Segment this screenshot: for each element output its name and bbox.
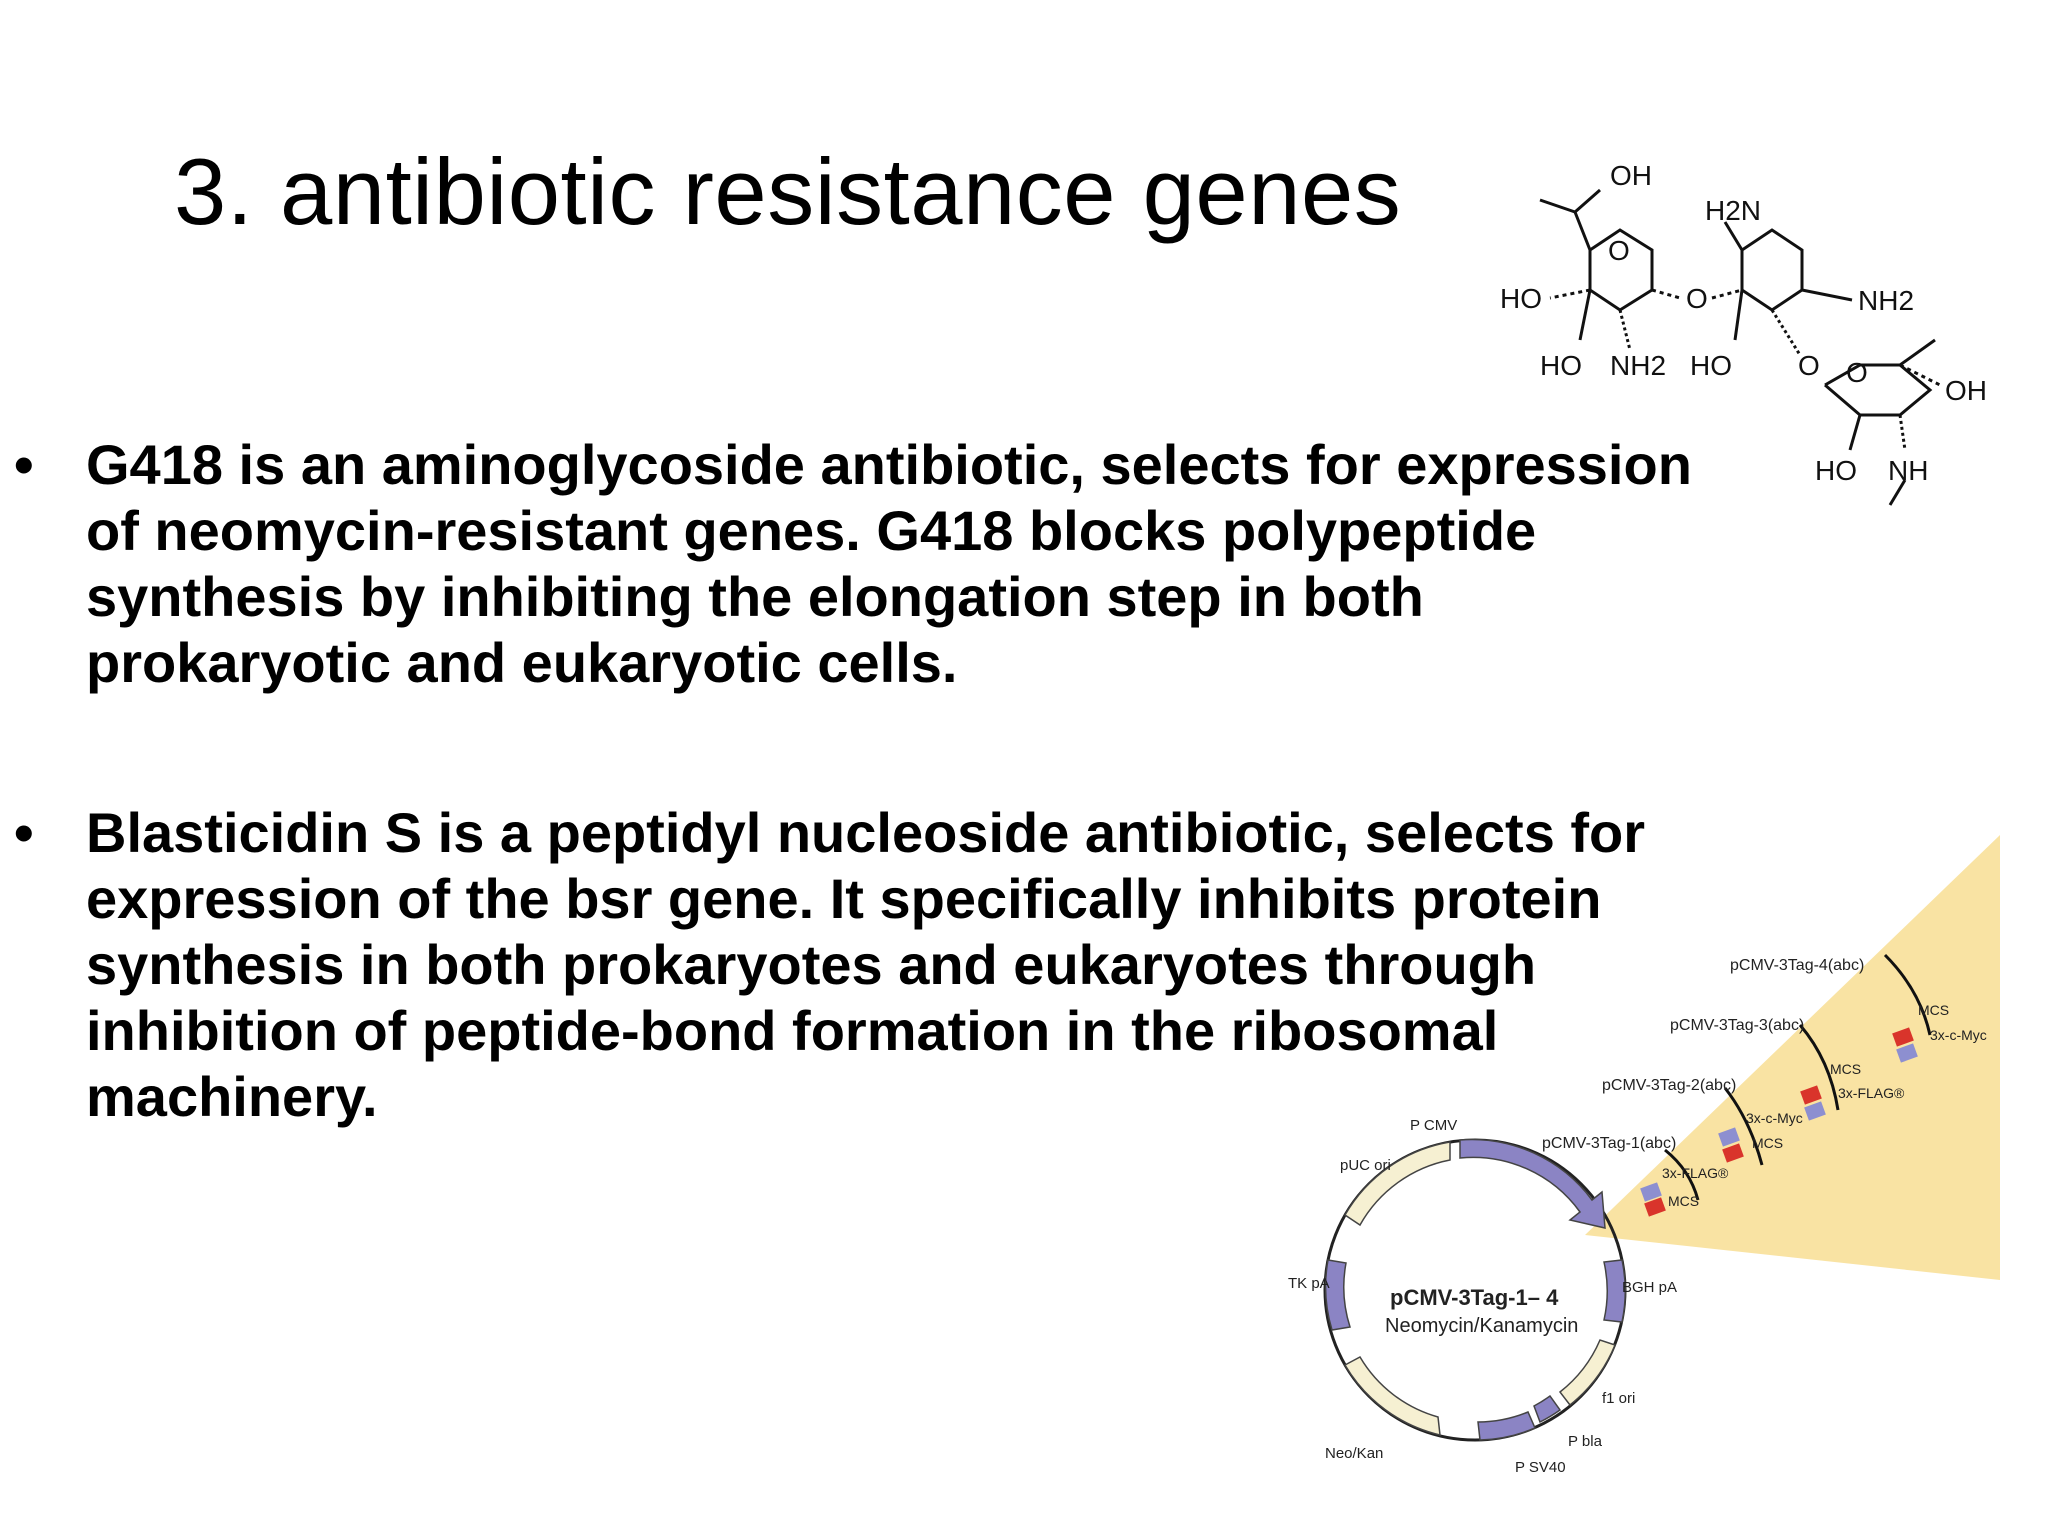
variant-fan <box>1585 835 2000 1280</box>
feature-puc-ori <box>1343 1141 1451 1227</box>
label-variant-2: pCMV-3Tag-2(abc) <box>1602 1077 1736 1094</box>
molecule-label-nh2: NH2 <box>1610 350 1666 381</box>
label-tag: MCS <box>1752 1135 1783 1151</box>
label-tag: 3x-FLAG® <box>1662 1165 1729 1181</box>
label-tk-pa: TK pA <box>1288 1275 1330 1292</box>
plasmid-map-diagram: pCMV-3Tag-1– 4 Neomycin/Kanamycin P CMV … <box>1288 835 2000 1476</box>
label-f1-ori: f1 ori <box>1602 1390 1635 1407</box>
label-variant-4: pCMV-3Tag-4(abc) <box>1730 957 1864 974</box>
label-puc-ori: pUC ori <box>1340 1157 1391 1174</box>
molecule-label-h2n: H2N <box>1705 195 1761 226</box>
label-p-cmv: P CMV <box>1410 1117 1457 1134</box>
bullet-text: G418 is an aminoglycoside antibiotic, se… <box>86 432 1692 696</box>
tag-markers <box>1640 1027 1918 1217</box>
label-tag: MCS <box>1668 1193 1699 1209</box>
molecule-label-nh2: NH2 <box>1858 285 1914 316</box>
molecule-label-ho: HO <box>1815 455 1857 486</box>
label-p-bla: P bla <box>1568 1433 1603 1450</box>
label-tag: MCS <box>1918 1002 1949 1018</box>
label-tag: MCS <box>1830 1061 1861 1077</box>
feature-p-sv40 <box>1477 1411 1536 1441</box>
feature-p-cmv <box>1459 1138 1606 1229</box>
molecule-label-nh: NH <box>1888 455 1928 486</box>
bullet-marker: • <box>14 801 34 864</box>
bullet-line: expression of the bsr gene. It specifica… <box>86 867 1602 930</box>
bullet-line: of neomycin-resistant genes. G418 blocks… <box>86 499 1537 562</box>
molecule-label-o: O <box>1846 357 1868 388</box>
feature-tk-pa <box>1324 1259 1351 1331</box>
molecule-label-ho: HO <box>1500 283 1542 314</box>
bullet-line: inhibition of peptide-bond formation in … <box>86 999 1499 1062</box>
bullet-line: machinery. <box>86 1065 378 1128</box>
label-neo-kan: Neo/Kan <box>1325 1445 1383 1462</box>
bullet-text: Blasticidin S is a peptidyl nucleoside a… <box>86 800 1645 1130</box>
label-bgh-pa: BGH pA <box>1622 1279 1677 1296</box>
g418-structure-diagram: OH H2N HO O O NH2 HO NH2 HO O O OH HO NH <box>1500 160 1987 506</box>
bullet-line: G418 is an aminoglycoside antibiotic, se… <box>86 433 1692 496</box>
molecule-label-oh: OH <box>1945 375 1987 406</box>
bullet-marker: • <box>14 433 34 496</box>
label-tag: 3x-c-Myc <box>1746 1110 1803 1126</box>
feature-p-bla <box>1533 1394 1562 1424</box>
label-tag: 3x-FLAG® <box>1838 1085 1905 1101</box>
feature-f1-ori <box>1558 1339 1616 1407</box>
label-p-sv40: P SV40 <box>1515 1459 1566 1476</box>
molecule-label-o: O <box>1608 235 1630 266</box>
molecule-label-o: O <box>1686 283 1708 314</box>
molecule-label-o: O <box>1798 350 1820 381</box>
bullet-line: prokaryotic and eukaryotic cells. <box>86 631 958 694</box>
slide-title: 3. antibiotic resistance genes <box>174 139 1402 244</box>
label-variant-1: pCMV-3Tag-1(abc) <box>1542 1135 1676 1152</box>
molecule-label-ho: HO <box>1540 350 1582 381</box>
molecule-label-ho: HO <box>1690 350 1732 381</box>
plasmid-center-subtitle: Neomycin/Kanamycin <box>1385 1315 1578 1337</box>
bullet-line: synthesis by inhibiting the elongation s… <box>86 565 1424 628</box>
feature-bgh-pa <box>1603 1259 1626 1323</box>
label-tag: 3x-c-Myc <box>1930 1027 1987 1043</box>
molecule-label-oh: OH <box>1610 160 1652 191</box>
label-variant-3: pCMV-3Tag-3(abc) <box>1670 1017 1804 1034</box>
plasmid-center-title: pCMV-3Tag-1– 4 <box>1390 1285 1559 1310</box>
bullet-line: synthesis in both prokaryotes and eukary… <box>86 933 1537 996</box>
feature-neo-kan <box>1343 1356 1441 1436</box>
bullet-line: Blasticidin S is a peptidyl nucleoside a… <box>86 801 1646 864</box>
